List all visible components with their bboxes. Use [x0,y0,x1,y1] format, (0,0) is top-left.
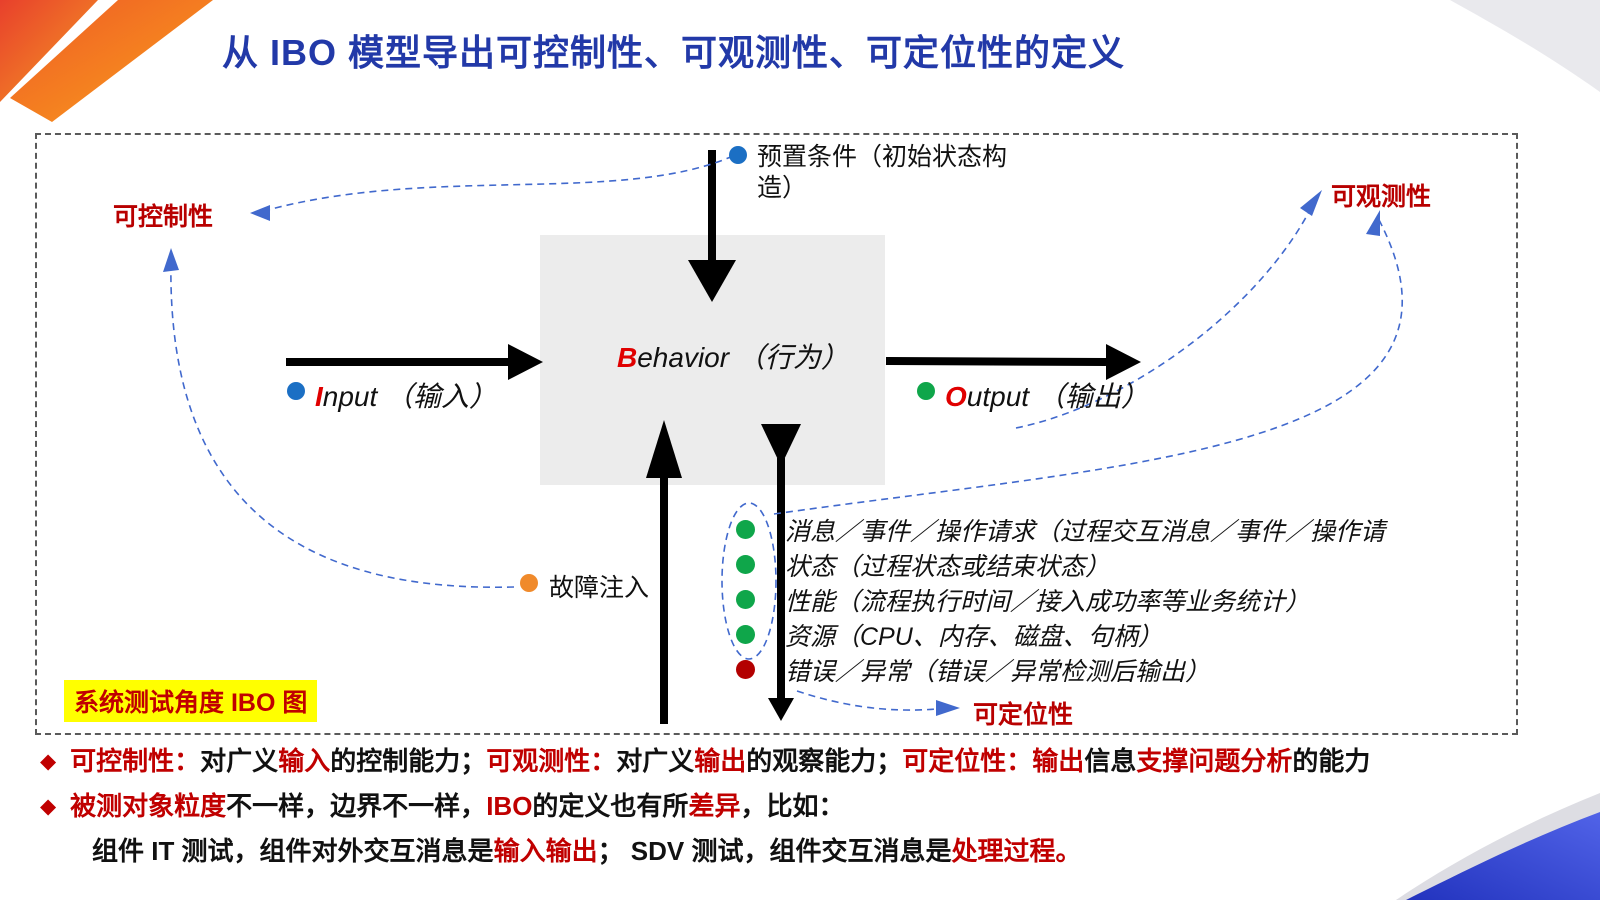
output-item-text: 错误／异常（错误／异常检测后输出） [785,657,1211,686]
precondition-label: 预置条件（初始状态构造） [757,143,1008,202]
output-item-text: 消息／事件／操作请求（过程交互消息／事件／操作请 [785,517,1386,546]
green-dot-icon [736,590,755,609]
text-segment: 的能力 [1292,746,1371,776]
text-segment: IBO [486,791,533,821]
green-dot-icon [736,625,755,644]
output-item: 性能（流程执行时间／接入成功率等业务统计） [736,582,1385,617]
output-list: 消息／事件／操作请求（过程交互消息／事件／操作请状态（过程状态或结束状态） 性能（… [736,512,1385,687]
precondition-dot-icon [729,146,747,164]
text-segment: ，比如： [740,791,845,821]
observability-label: 可观测性 [1331,183,1432,211]
locatability-label: 可定位性 [973,701,1074,729]
output-item: 消息／事件／操作请求（过程交互消息／事件／操作请 [736,512,1385,547]
output-item: 状态（过程状态或结束状态） [736,547,1385,582]
red-dot-icon [736,660,755,679]
text-segment: ； SDV 测试，组件交互消息是 [597,836,952,866]
behavior-letter: B [617,342,638,373]
text-segment: 可定位性： [902,746,1033,776]
output-rest: utput （输出） [966,381,1149,412]
green-dot-icon [736,555,755,574]
diagram-caption: 系统测试角度 IBO 图 [64,680,318,722]
deco-bottom-right-gray [1396,793,1600,900]
text-segment: 差异 [688,791,741,821]
output-item: 资源（CPU、内存、磁盘、句柄） [736,617,1385,652]
text-segment: 对广义 [616,746,695,776]
input-dot-icon [287,382,305,400]
diamond-bullet-icon: ◆ [40,795,57,818]
text-segment: 输出 [694,746,747,776]
text-segment: 组件 IT 测试，组件对外交互消息是 [92,836,494,866]
deco-top-right [1450,0,1600,92]
text-segment: 的控制能力； [330,746,487,776]
output-item-text: 资源（CPU、内存、磁盘、句柄） [785,622,1163,651]
output-item-text: 性能（流程执行时间／接入成功率等业务统计） [785,587,1311,616]
green-dot-icon [736,520,755,539]
controllability-label: 可控制性 [113,203,214,231]
fault-injection-dot-icon [520,574,538,592]
text-segment: 支撑问题分析 [1136,746,1293,776]
bullet-line: ◆可控制性： 对广义输入的控制能力； 可观测性： 对广义输出的观察能力； 可定位… [40,744,1370,781]
fault-injection-label: 故障注入 [549,574,650,602]
input-label: Input （输入） [315,375,497,415]
output-item-text: 状态（过程状态或结束状态） [785,552,1111,581]
text-segment: 可观测性： [486,746,617,776]
input-rest: nput （输入） [322,381,498,412]
text-segment: 输入输出 [493,836,598,866]
text-segment: 被测对象粒度 [70,791,227,821]
text-segment: 对广义 [200,746,279,776]
behavior-label: Behavior （行为） [617,340,849,376]
text-segment: 的观察能力； [746,746,903,776]
bullet-line: 组件 IT 测试，组件对外交互消息是输入输出； SDV 测试，组件交互消息是处理… [40,834,1370,868]
deco-bottom-right-blue [1406,812,1600,900]
text-segment: 信息 [1084,746,1137,776]
text-segment: 可控制性： [70,746,201,776]
output-dot-icon [917,382,935,400]
output-label: Output （输出） [945,375,1149,415]
behavior-rest: ehavior （行为） [637,342,849,373]
diamond-bullet-icon: ◆ [40,750,57,773]
output-letter: O [945,381,967,412]
input-letter: I [315,381,323,412]
page-title: 从 IBO 模型导出可控制性、可观测性、可定位性的定义 [222,32,1126,73]
deco-top-left-corner [0,0,98,102]
text-segment: 输出 [1032,746,1085,776]
text-segment: 处理过程。 [951,836,1082,866]
output-item: 错误／异常（错误／异常检测后输出） [736,652,1385,687]
text-segment: 的定义也有所 [532,791,689,821]
deco-top-left-band [10,0,213,122]
text-segment: 不一样，边界不一样， [226,791,487,821]
diagram-frame [35,133,1518,735]
bullet-line: ◆ 被测对象粒度不一样，边界不一样， IBO 的定义也有所差异，比如： [40,789,1370,826]
bullet-list: ◆可控制性： 对广义输入的控制能力； 可观测性： 对广义输出的观察能力； 可定位… [40,744,1370,876]
text-segment: 输入 [278,746,331,776]
